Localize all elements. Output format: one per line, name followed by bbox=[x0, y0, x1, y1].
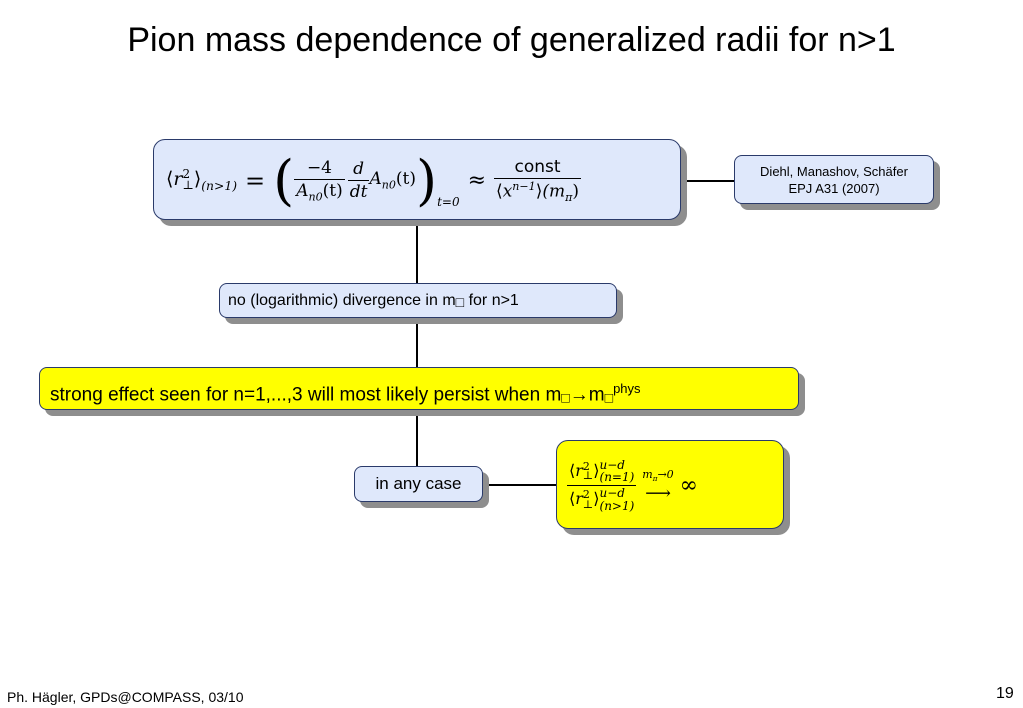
connector-vertical-3 bbox=[416, 411, 418, 466]
connector-horizontal-ratio bbox=[486, 484, 556, 486]
formula-fraction-2: const ⟨xn−1⟩(mπ) bbox=[494, 156, 581, 205]
formula-derivative: d dt bbox=[347, 159, 370, 202]
missing-glyph-icon: □ bbox=[455, 294, 465, 310]
connector-vertical-2 bbox=[416, 318, 418, 368]
formula-open-paren: ( bbox=[273, 148, 295, 212]
divergence-text-1: no (logarithmic) divergence in m bbox=[228, 292, 456, 309]
formula-close-paren: ) bbox=[416, 148, 438, 212]
persistence-text: strong effect seen for n=1,...,3 will mo… bbox=[50, 384, 562, 406]
physical-mass-label: phys bbox=[613, 381, 641, 396]
divergence-statement-box: no (logarithmic) divergence in m□ for n>… bbox=[219, 283, 617, 318]
formula-eval-point: t=0 bbox=[437, 195, 460, 209]
formula-function: An0(t) bbox=[369, 169, 417, 192]
arrow-icon: → bbox=[569, 384, 589, 406]
page-number: 19 bbox=[996, 685, 1014, 702]
in-any-case-box: in any case bbox=[354, 466, 483, 502]
formula-equals: = bbox=[245, 166, 266, 195]
infinity-icon: ∞ bbox=[679, 473, 698, 498]
persistence-statement-box: strong effect seen for n=1,...,3 will mo… bbox=[39, 367, 799, 410]
connector-vertical-1 bbox=[416, 220, 418, 284]
missing-glyph-icon: □ bbox=[561, 389, 570, 406]
slide-title: Pion mass dependence of generalized radi… bbox=[127, 21, 896, 59]
in-any-case-text: in any case bbox=[375, 474, 462, 493]
formula-approx: ≈ bbox=[467, 168, 487, 193]
divergence-text-2: for n>1 bbox=[464, 292, 519, 309]
reference-authors: Diehl, Manashov, Schäfer bbox=[760, 164, 908, 179]
reference-journal: EPJ A31 (2007) bbox=[788, 181, 880, 196]
physical-mass-m: m bbox=[588, 384, 605, 406]
footer-author: Ph. Hägler, GPDs@COMPASS, 03/10 bbox=[7, 689, 244, 705]
reference-box: Diehl, Manashov, Schäfer EPJ A31 (2007) bbox=[734, 155, 934, 204]
missing-glyph-icon: □ bbox=[604, 389, 614, 406]
limit-arrow: mπ→0 ⟶ bbox=[642, 468, 674, 504]
connector-horizontal-ref bbox=[682, 180, 734, 182]
formula-fraction-1: −4 An0(t) bbox=[294, 157, 345, 204]
